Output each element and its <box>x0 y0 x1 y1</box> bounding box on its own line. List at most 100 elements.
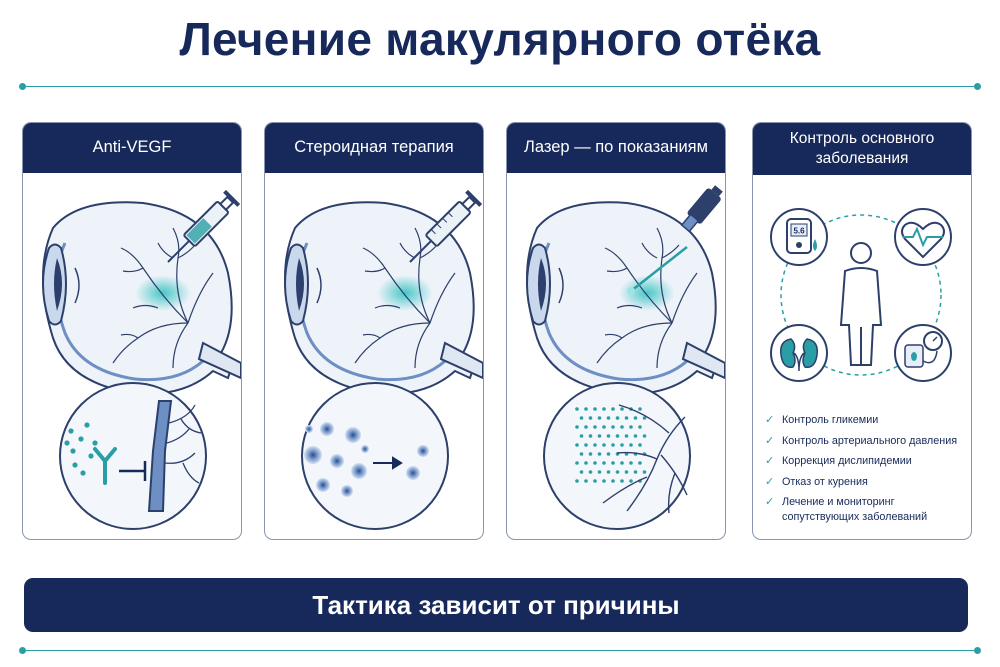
laser-spot <box>633 470 638 474</box>
laser-spot <box>606 434 611 438</box>
laser-spots-inset <box>543 382 691 530</box>
checkmark-icon: ✓ <box>765 496 775 509</box>
laser-spot <box>633 434 638 438</box>
laser-spot <box>597 452 602 456</box>
laser-spot <box>593 407 597 411</box>
blood-pressure-monitor-icon <box>894 324 952 382</box>
laser-spot <box>579 416 584 420</box>
laser-spot <box>579 452 584 456</box>
laser-spot <box>638 461 642 465</box>
panel-title-steroid: Стероидная терапия <box>265 123 483 173</box>
laser-spot <box>593 479 597 483</box>
checkmark-icon: ✓ <box>765 455 775 468</box>
inhibition-arrow-icon <box>119 461 147 481</box>
laser-spot <box>620 479 624 483</box>
laser-spots-grid <box>575 407 647 483</box>
laser-spot <box>642 470 647 474</box>
laser-spot <box>593 425 597 429</box>
control-checklist: ✓Контроль гликемии ✓Контроль артериально… <box>765 413 970 530</box>
checkmark-icon: ✓ <box>765 475 775 488</box>
laser-spot <box>611 443 615 447</box>
laser-spot <box>633 416 638 420</box>
laser-spot <box>611 425 615 429</box>
checklist-item: ✓Лечение и мониторинг сопутствующих забо… <box>765 496 928 523</box>
laser-spot <box>629 425 633 429</box>
laser-probe-icon <box>627 185 723 295</box>
laser-spot <box>620 461 624 465</box>
blood-vessel-icon <box>147 400 202 512</box>
laser-spot <box>629 461 633 465</box>
kidneys-icon <box>770 324 828 382</box>
vegf-molecule-dots <box>64 422 98 476</box>
heart-pulse-icon <box>894 208 952 266</box>
checklist-item: ✓Контроль артериального давления <box>765 434 958 447</box>
laser-spot <box>611 407 615 411</box>
syringe-icon <box>167 189 241 263</box>
glucometer-reading: 5.6 <box>793 227 805 236</box>
laser-spot <box>606 470 611 474</box>
syringe-icon <box>409 189 483 263</box>
laser-spot <box>602 479 606 483</box>
laser-spot <box>629 479 633 483</box>
laser-spot <box>575 425 579 429</box>
laser-spot <box>620 407 624 411</box>
laser-spot <box>575 443 579 447</box>
laser-spot <box>588 434 593 438</box>
laser-spot <box>584 461 588 465</box>
laser-spot <box>597 416 602 420</box>
laser-spot <box>611 479 615 483</box>
laser-spot <box>575 479 579 483</box>
checkmark-icon: ✓ <box>765 434 775 447</box>
reduced-cells-icon <box>406 445 429 480</box>
steroid-therapy-panel: Стероидная терапия <box>264 122 484 540</box>
laser-spot <box>638 425 642 429</box>
laser-spot <box>602 407 606 411</box>
antibody-vessel-inset <box>59 382 207 530</box>
laser-spot <box>593 461 597 465</box>
anti-vegf-panel: Anti-VEGF <box>22 122 242 540</box>
laser-spot <box>611 461 615 465</box>
person-icon <box>839 242 883 366</box>
bottom-divider <box>19 647 981 654</box>
arrow-right-icon <box>373 456 403 470</box>
laser-spot <box>575 461 579 465</box>
laser-spot <box>624 470 629 474</box>
laser-spot <box>584 443 588 447</box>
retina-vessels-icon <box>602 404 688 514</box>
panel-title-disease-control: Контроль основного заболевания <box>753 123 971 175</box>
inflamed-cells-icon <box>304 422 369 497</box>
panel-title-anti-vegf: Anti-VEGF <box>23 123 241 173</box>
laser-spot <box>620 425 624 429</box>
laser-spot <box>606 416 611 420</box>
conclusion-banner: Тактика зависит от причины <box>24 578 968 632</box>
laser-spot <box>597 470 602 474</box>
laser-spot <box>606 452 611 456</box>
laser-spot <box>588 416 593 420</box>
laser-spot <box>602 443 606 447</box>
laser-spot <box>615 434 620 438</box>
laser-spot <box>588 470 593 474</box>
laser-spot <box>602 425 606 429</box>
cell-inflammation-inset <box>301 382 449 530</box>
laser-spot <box>579 470 584 474</box>
dashed-orbit <box>780 214 942 376</box>
laser-spot <box>624 434 629 438</box>
laser-panel: Лазер — по показаниям <box>506 122 726 540</box>
antibody-icon <box>93 447 117 485</box>
checklist-item: ✓Коррекция дислипидемии <box>765 455 912 468</box>
laser-spot <box>615 470 620 474</box>
checkmark-icon: ✓ <box>765 414 775 426</box>
checklist-item: ✓Контроль гликемии <box>765 414 879 426</box>
laser-spot <box>642 434 647 438</box>
checklist-item: ✓Отказ от курения <box>765 475 868 488</box>
page-title: Лечение макулярного отёка <box>179 13 821 65</box>
eye-cross-section-illustration <box>525 200 725 396</box>
laser-spot <box>584 425 588 429</box>
laser-spot <box>597 434 602 438</box>
laser-spot <box>584 407 588 411</box>
laser-spot <box>593 443 597 447</box>
laser-spot <box>615 416 620 420</box>
laser-spot <box>624 416 629 420</box>
disease-control-panel: Контроль основного заболевания 5.6 <box>752 122 972 540</box>
laser-spot <box>588 452 593 456</box>
